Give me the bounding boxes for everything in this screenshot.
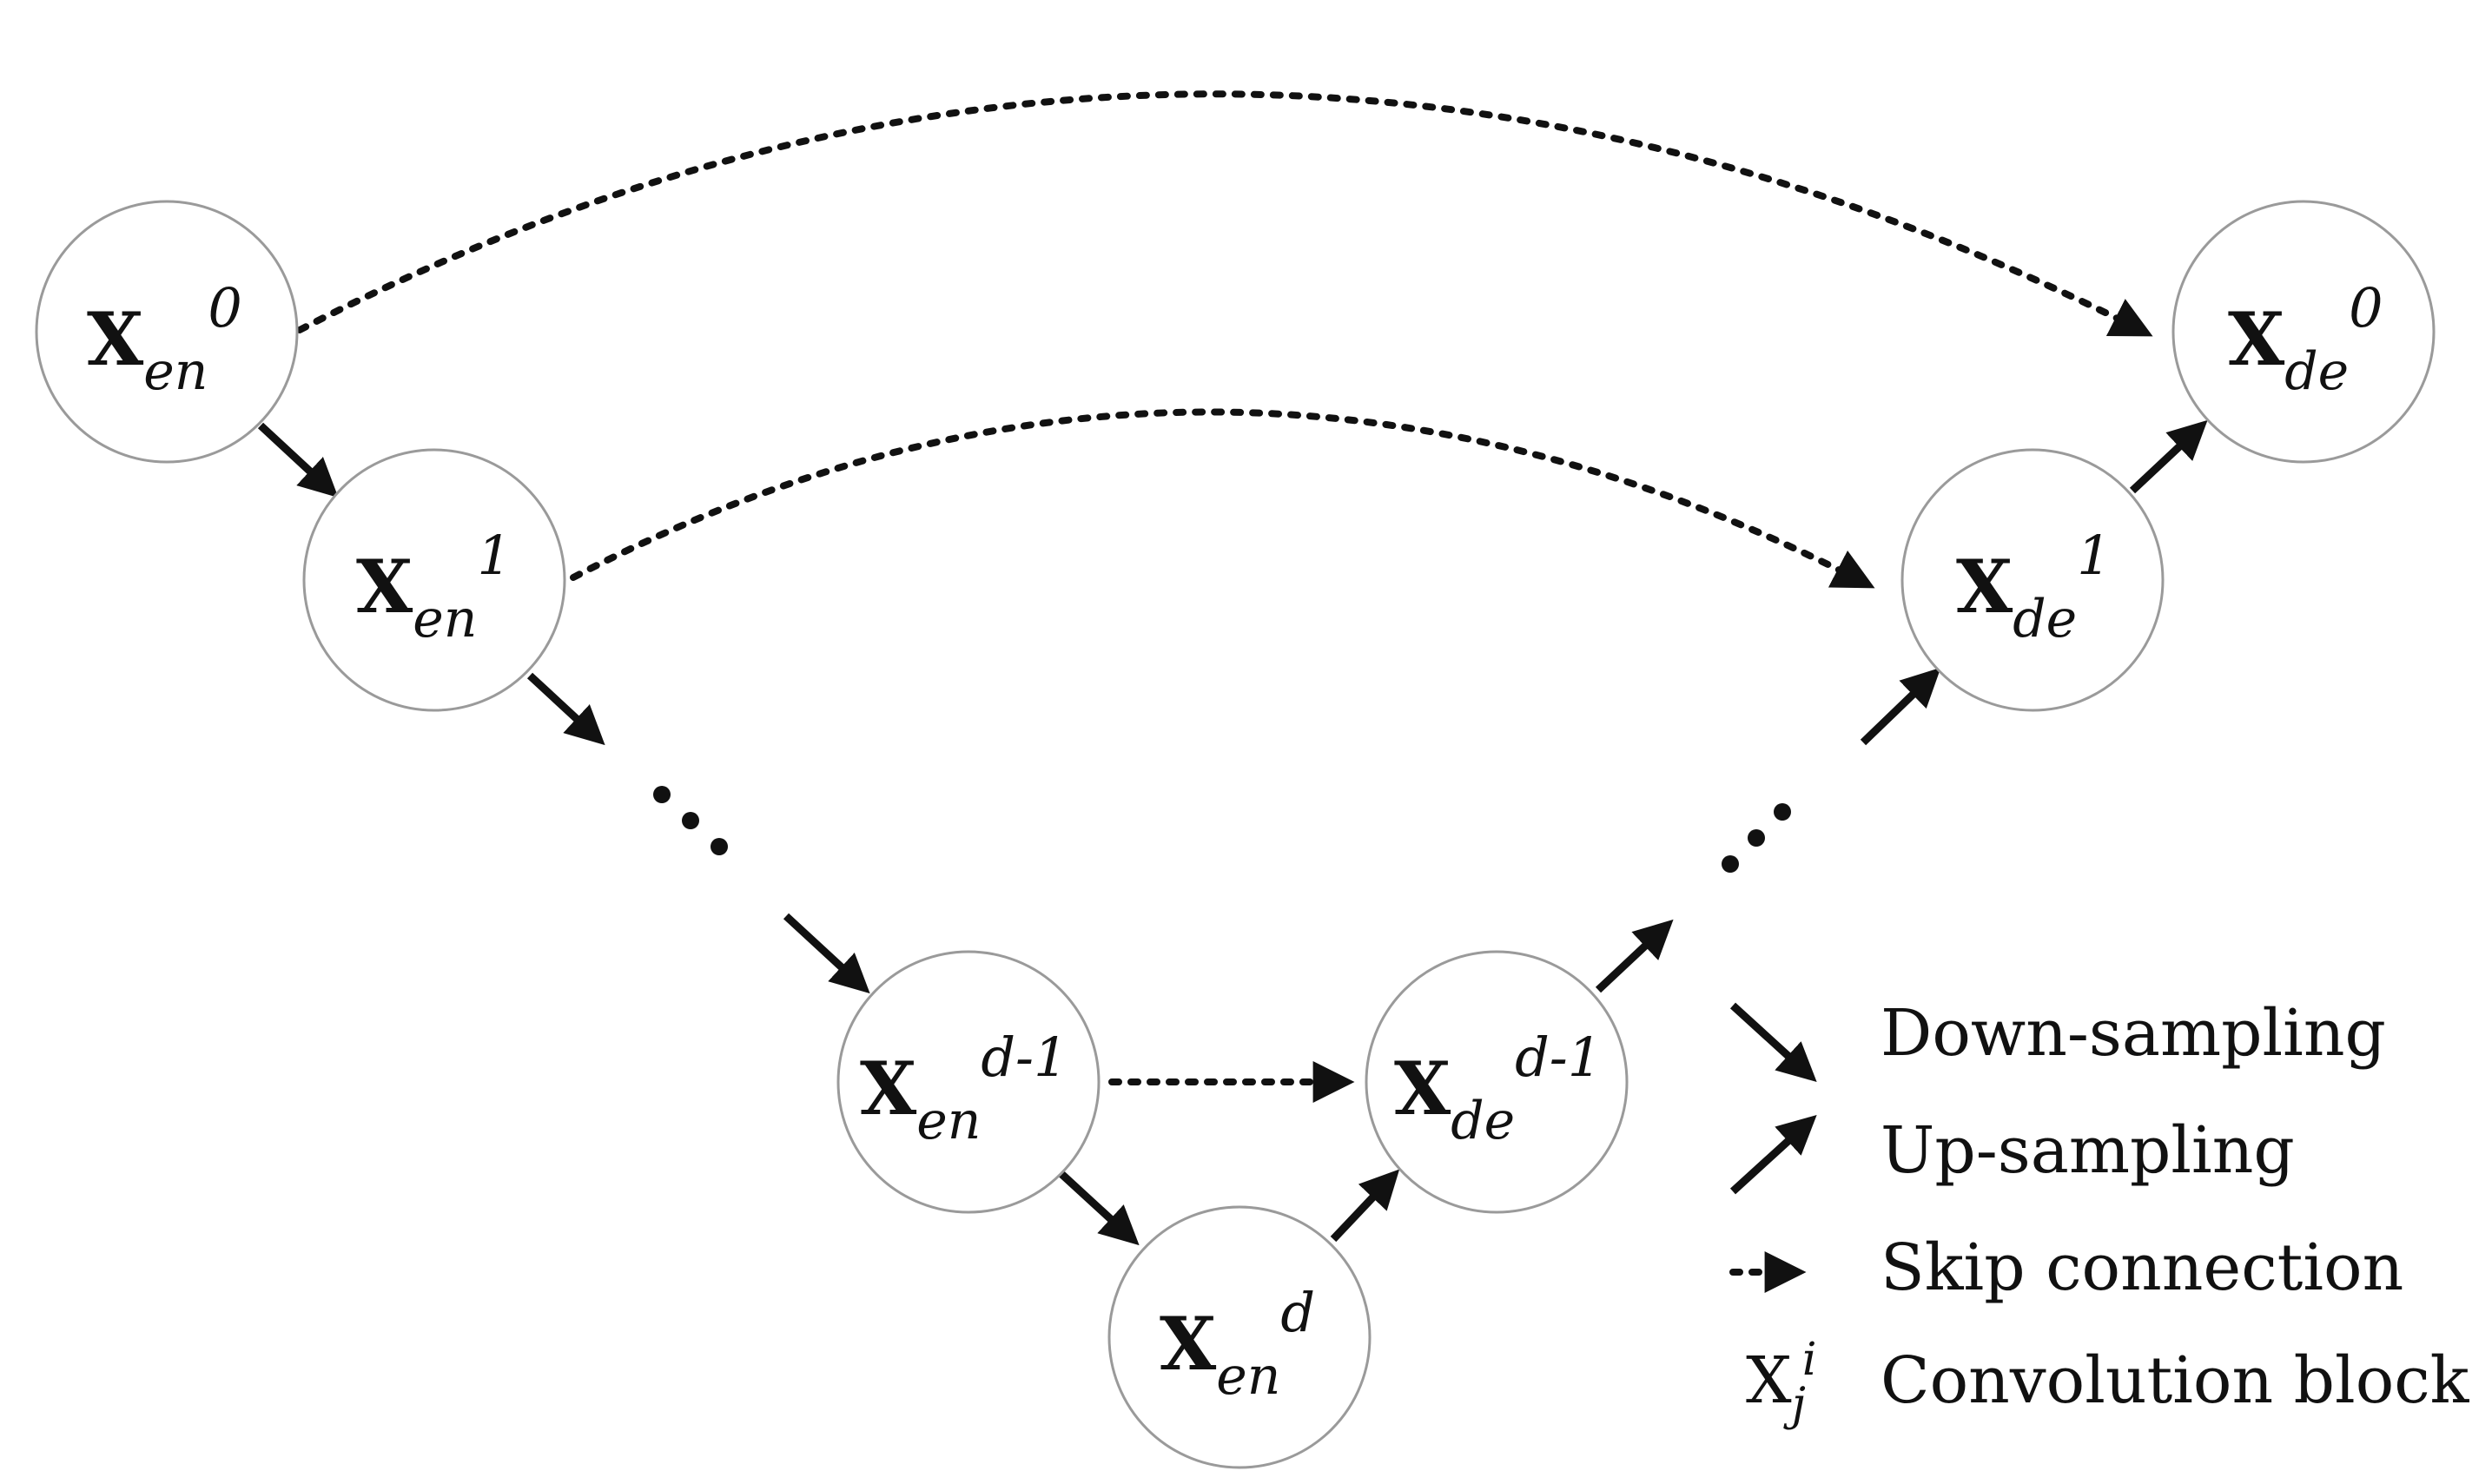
node-base: X [860, 1045, 917, 1131]
node-x-de-d-1: Xded-1 [1365, 950, 1629, 1214]
legend-convolution-block: Xji Convolution block [1746, 1334, 2470, 1431]
up-arrow-1-0 [2129, 419, 2208, 494]
node-superscript: d-1 [1515, 1026, 1602, 1089]
legend-up-label: Up-sampling [1881, 1113, 2295, 1188]
encoder-ellipsis [653, 786, 728, 855]
svg-text:Xen1: Xen1 [356, 524, 512, 650]
skip-connection-level-0 [296, 90, 2153, 337]
legend-down-label: Down-sampling [1881, 996, 2386, 1071]
node-superscript: d [1280, 1281, 1315, 1344]
node-superscript: d-1 [981, 1026, 1068, 1089]
legend: Down-sampling Up-sampling Skip connectio… [1729, 996, 2470, 1431]
legend-up-sampling: Up-sampling [1729, 1113, 2295, 1195]
node-superscript: 0 [208, 276, 241, 340]
legend-skip-label: Skip connection [1881, 1230, 2403, 1305]
node-subscript: en [916, 1091, 981, 1151]
node-base: X [1956, 544, 2013, 630]
node-x-en-d: Xend [1107, 1205, 1372, 1469]
node-x-en-0: Xen0 [35, 200, 299, 464]
down-arrow-1-ellipsis [526, 672, 605, 746]
node-base: X [87, 296, 144, 382]
down-arrow-0-1 [257, 422, 339, 498]
node-subscript: en [1216, 1346, 1280, 1407]
node-base: X [1394, 1045, 1451, 1131]
svg-text:Xend: Xend [1160, 1281, 1315, 1407]
up-arrow-d-dm1 [1330, 1169, 1400, 1243]
node-x-de-0: Xde0 [2171, 200, 2436, 464]
decoder-ellipsis [1722, 803, 1791, 873]
node-base: X [1160, 1301, 1217, 1387]
up-arrow-dm1-ellipsis [1595, 919, 1674, 993]
down-arrow-dm1-d [1056, 1169, 1140, 1246]
down-arrow-ellipsis-dm1 [783, 913, 870, 994]
svg-text:Xded-1: Xded-1 [1394, 1026, 1602, 1151]
node-superscript: 0 [2349, 276, 2383, 340]
up-arrow-ellipsis-1 [1860, 667, 1941, 746]
node-subscript: de [2284, 341, 2349, 402]
legend-skip-connection: Skip connection [1729, 1230, 2403, 1305]
node-base: X [356, 544, 413, 630]
convolution-block-symbol: Xji [1746, 1334, 1816, 1431]
svg-text:Xde1: Xde1 [1956, 524, 2112, 650]
node-superscript: 1 [477, 524, 511, 587]
legend-down-sampling: Down-sampling [1729, 996, 2386, 1083]
svg-text:Xend-1: Xend-1 [860, 1026, 1068, 1151]
svg-text:Xde0: Xde0 [2228, 276, 2383, 402]
up-sampling-icon [1729, 1114, 1817, 1195]
svg-text:Xen0: Xen0 [87, 276, 242, 402]
legend-conv-label: Convolution block [1881, 1343, 2470, 1418]
node-subscript: de [1451, 1091, 1515, 1151]
node-subscript: en [143, 341, 208, 402]
node-subscript: en [413, 589, 477, 650]
skip-connection-level-1 [570, 408, 1875, 589]
node-base: X [2228, 296, 2285, 382]
node-subscript: de [2013, 589, 2077, 650]
down-sampling-icon [1729, 1002, 1817, 1083]
node-x-en-1: Xen1 [302, 448, 566, 712]
node-superscript: 1 [2077, 524, 2111, 587]
node-x-de-1: Xde1 [1900, 448, 2165, 712]
node-x-en-d-1: Xend-1 [836, 950, 1101, 1214]
